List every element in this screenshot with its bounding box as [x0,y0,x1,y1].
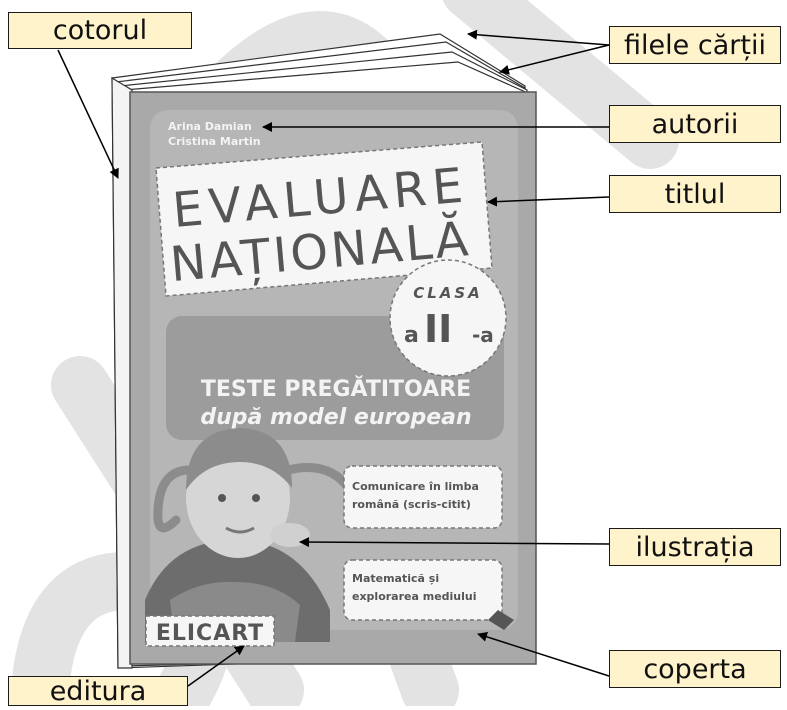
subtitle-line-1: TESTE PREGĂTITOARE [201,376,471,402]
class-word: CLASA [413,284,483,302]
title-banner [155,141,493,297]
class-number: II [424,307,452,351]
arrow-filele-1 [467,29,610,46]
subject-box-1 [343,465,503,529]
pencil-icon [488,610,514,630]
label-titlul: titlul [609,175,781,213]
label-coperta: coperta [609,650,781,688]
publisher-logo: ELICART [156,621,264,646]
arrow-editura [187,645,245,687]
author-2: Cristina Martin [168,135,261,148]
arrow-coperta [477,631,610,677]
label-filele-cartii: filele cărții [609,26,781,64]
arrow-titlul [487,196,610,207]
class-prefix: a [404,323,419,348]
subject-box-2-line-2: explorarea mediului [352,590,477,603]
arrow-filele-2 [499,44,610,75]
label-editura: editura [8,676,188,706]
subject-box-2 [343,559,503,621]
subtitle-line-2: după model european [200,405,471,430]
publisher-logo-box [145,615,275,647]
class-badge [389,259,507,377]
callout-lines [57,29,610,687]
class-suffix: -a [472,323,494,347]
arrow-ilustratia [299,537,610,548]
book-spine [111,76,133,669]
subject-box-1-line-2: română (scris-citit) [352,498,471,511]
subject-box-2-line-1: Matematică și [352,572,439,585]
arrow-cotorul [57,49,119,179]
subject-box-1-line-1: Comunicare în limba [352,480,479,493]
label-autorii: autorii [609,105,781,143]
author-1: Arina Damian [168,120,252,133]
label-cotorul: cotorul [8,12,192,49]
label-ilustratia: ilustrația [609,528,781,566]
